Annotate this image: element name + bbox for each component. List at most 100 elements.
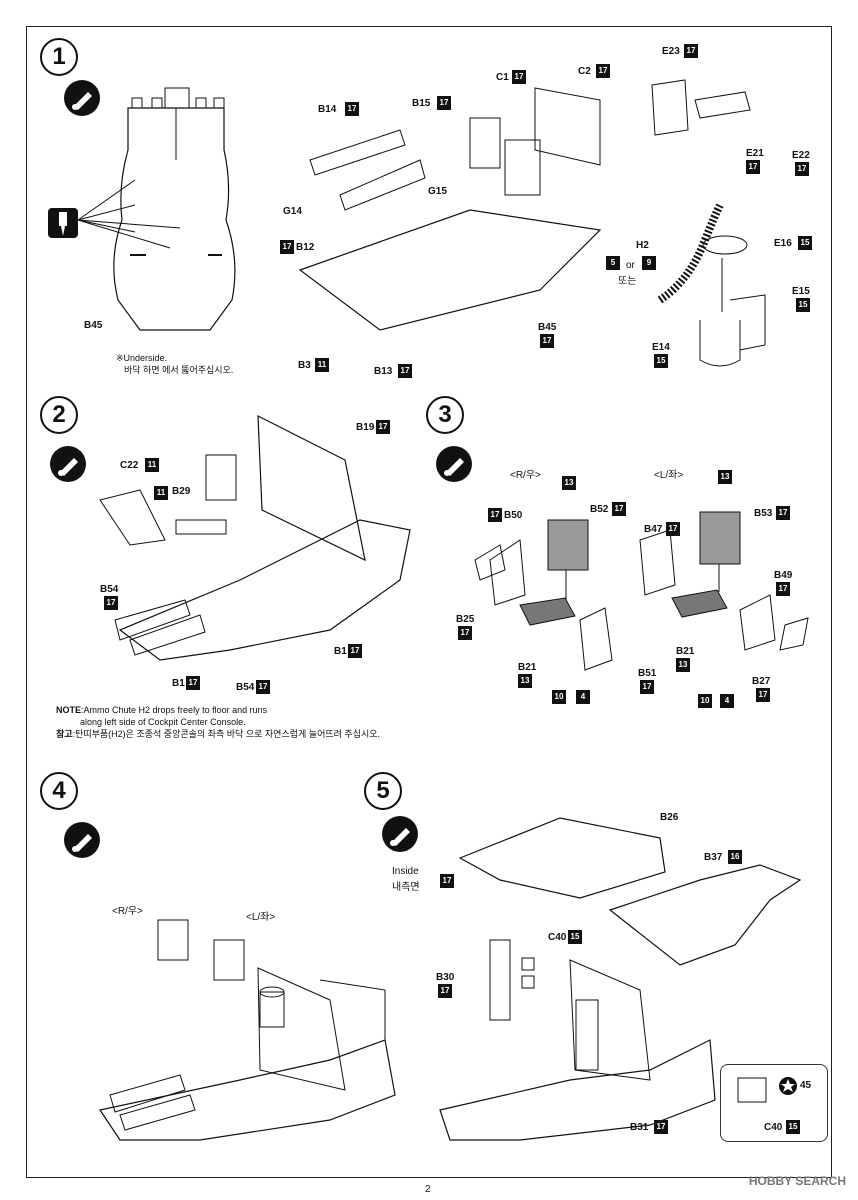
color-code-17: 17 — [776, 506, 790, 520]
color-code-10: 10 — [698, 694, 712, 708]
part-label-b54: B54 — [100, 584, 119, 595]
note-text-1: :Ammo Chute H2 drops freely to floor and… — [81, 705, 268, 715]
part-label-b49: B49 — [774, 570, 793, 581]
part-label-b31: B31 — [630, 1122, 649, 1133]
color-code-13: 13 — [518, 674, 532, 688]
color-code-5: 5 — [606, 256, 620, 270]
left-label: <L/좌> — [654, 470, 684, 481]
color-code-15: 15 — [568, 930, 582, 944]
part-label-b14: B14 — [318, 104, 337, 115]
part-label-b21b: B21 — [676, 646, 695, 657]
color-code-10: 10 — [552, 690, 566, 704]
ammo-note-ko: 참고:탄띠부품(H2)은 조종석 중앙콘솔의 좌측 바닥 으로 자연스럽게 늘어… — [56, 728, 380, 740]
color-code-17: 17 — [666, 522, 680, 536]
part-label-b53: B53 — [754, 508, 773, 519]
part-label-e21: E21 — [746, 148, 764, 159]
inside-label-ko: 내측면 — [392, 882, 420, 893]
color-code-13: 13 — [718, 470, 732, 484]
part-label-c40b: C40 — [764, 1122, 783, 1133]
or-label-ko: 또는 — [618, 276, 637, 287]
left-label: <L/좌> — [246, 912, 276, 923]
part-label-b30: B30 — [436, 972, 455, 983]
part-label-b47: B47 — [644, 524, 663, 535]
right-label: <R/우> — [510, 470, 541, 481]
part-label-c22: C22 — [120, 460, 139, 471]
part-label-b12: B12 — [296, 242, 315, 253]
step-number-1: 1 — [40, 38, 78, 76]
color-code-17: 17 — [280, 240, 294, 254]
decal-callout-box — [720, 1064, 828, 1142]
color-code-17: 17 — [398, 364, 412, 378]
color-code-13: 13 — [676, 658, 690, 672]
color-code-16: 16 — [728, 850, 742, 864]
color-code-17: 17 — [612, 502, 626, 516]
underside-note-en: ※Underside. — [116, 353, 168, 363]
color-code-15: 15 — [786, 1120, 800, 1134]
or-label: or — [626, 260, 635, 271]
color-code-17: 17 — [488, 508, 502, 522]
part-label-b25: B25 — [456, 614, 475, 625]
color-code-17: 17 — [640, 680, 654, 694]
page-number: 2 — [425, 1184, 431, 1195]
part-label-e15: E15 — [792, 286, 810, 297]
watermark: HOBBY SEARCH — [748, 1174, 846, 1188]
color-code-17: 17 — [756, 688, 770, 702]
color-code-17: 17 — [746, 160, 760, 174]
color-code-17: 17 — [458, 626, 472, 640]
color-code-17: 17 — [376, 420, 390, 434]
inside-label-en: Inside — [392, 866, 419, 877]
part-label-c1: C1 — [496, 72, 509, 83]
part-label-e14: E14 — [652, 342, 670, 353]
part-label-g15: G15 — [428, 186, 447, 197]
part-label-b29: B29 — [172, 486, 191, 497]
color-code-17: 17 — [795, 162, 809, 176]
decal-number: 45 — [800, 1080, 812, 1091]
ammo-note-en-1: NOTE:Ammo Chute H2 drops freely to floor… — [56, 704, 267, 716]
part-label-b52: B52 — [590, 504, 609, 515]
part-label-e22: E22 — [792, 150, 810, 161]
color-code-15: 15 — [796, 298, 810, 312]
color-code-15: 15 — [654, 354, 668, 368]
color-code-17: 17 — [256, 680, 270, 694]
part-label-b15: B15 — [412, 98, 431, 109]
color-code-17: 17 — [186, 676, 200, 690]
underside-note-ko: 바닥 하면 에서 뚫어주십시오. — [124, 365, 234, 375]
color-code-17: 17 — [596, 64, 610, 78]
glue-icon — [382, 816, 418, 852]
color-code-17: 17 — [512, 70, 526, 84]
note-label: NOTE — [56, 705, 82, 715]
part-label-b45: B45 — [84, 320, 103, 331]
part-label-h2: H2 — [636, 240, 649, 251]
color-code-15: 15 — [798, 236, 812, 250]
color-code-17: 17 — [437, 96, 451, 110]
note-ko-label: 참고 — [56, 729, 73, 739]
color-code-17: 17 — [440, 874, 454, 888]
color-code-17: 17 — [104, 596, 118, 610]
part-label-b27: B27 — [752, 676, 771, 687]
part-label-b50: B50 — [504, 510, 523, 521]
part-label-c2: C2 — [578, 66, 591, 77]
color-code-4: 4 — [720, 694, 734, 708]
step-number-2: 2 — [40, 396, 78, 434]
color-code-17: 17 — [654, 1120, 668, 1134]
part-label-b37: B37 — [704, 852, 723, 863]
part-label-e16: E16 — [774, 238, 792, 249]
color-code-11: 11 — [315, 358, 329, 372]
part-label-c40: C40 — [548, 932, 567, 943]
part-label-b51: B51 — [638, 668, 657, 679]
glue-icon — [436, 446, 472, 482]
color-code-17: 17 — [776, 582, 790, 596]
step-number-5: 5 — [364, 772, 402, 810]
decal-star-icon — [781, 1079, 795, 1092]
part-label-g14: G14 — [283, 206, 302, 217]
part-label-e23: E23 — [662, 46, 680, 57]
right-label: <R/우> — [112, 906, 143, 917]
color-code-17: 17 — [540, 334, 554, 348]
part-label-b19: B19 — [356, 422, 375, 433]
color-code-17: 17 — [348, 644, 362, 658]
